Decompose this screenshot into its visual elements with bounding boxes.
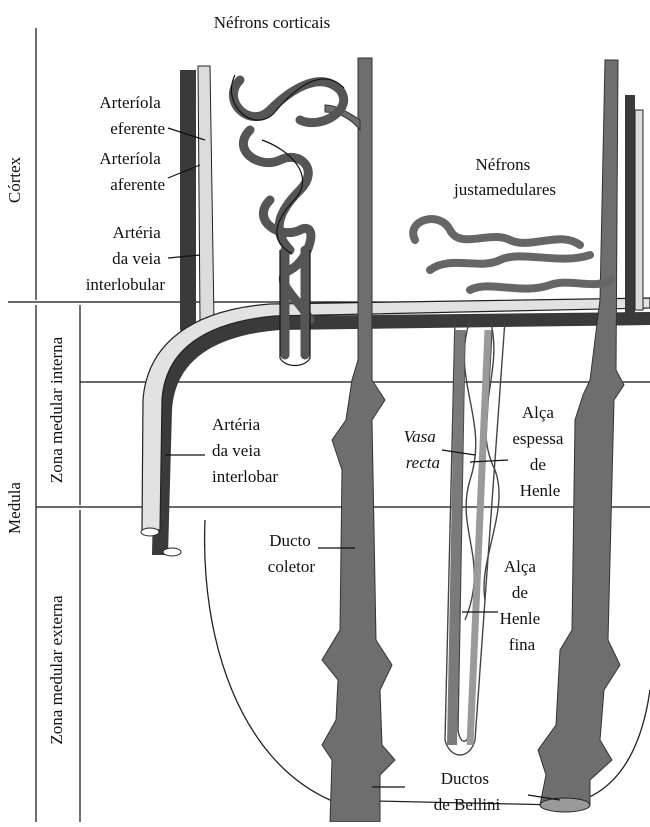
label-nefrons-corticais: Néfrons corticais	[214, 13, 331, 32]
label-alca-espessa-line4: Henle	[520, 481, 561, 500]
label-arteriola-aferente-line2: aferente	[110, 175, 165, 194]
label-arteria-interlobar-line3: interlobar	[212, 467, 278, 486]
zone-label-outer: Zona medular externa	[47, 595, 66, 745]
right-interlobular-vessels	[625, 95, 643, 315]
zone-label-cortex: Córtex	[5, 156, 24, 203]
label-nefrons-justamedulares: Néfrons justamedulares	[453, 155, 556, 199]
label-arteriola-eferente-line1: Arteríola	[99, 93, 161, 112]
label-nefrons-justamedulares-line2: justamedulares	[453, 180, 556, 199]
label-ducto-coletor-line1: Ducto	[269, 531, 311, 550]
label-arteriola-eferente-line2: eferente	[110, 119, 165, 138]
label-alca-espessa-line1: Alça	[522, 403, 555, 422]
cortical-tubule-1	[233, 80, 343, 123]
label-arteriola-aferente-line1: Arteríola	[99, 149, 161, 168]
zone-label-medula: Medula	[5, 482, 24, 534]
right-vein	[625, 95, 635, 315]
label-alca-espessa: Alça espessa de Henle	[512, 403, 567, 500]
zone-dividers	[8, 28, 650, 822]
label-alca-fina-line3: Henle	[500, 609, 541, 628]
label-alca-espessa-line3: de	[530, 455, 546, 474]
label-arteria-interlobular-line2: da veia	[112, 249, 161, 268]
label-ductos-bellini-line2: de Bellini	[434, 795, 501, 814]
jm-tubule-2	[430, 255, 590, 270]
right-artery	[635, 110, 643, 310]
label-vasa-recta: Vasa recta	[404, 427, 440, 472]
jm-tubule-1	[413, 219, 580, 245]
interlobar-vein-cut-end	[163, 548, 181, 556]
label-arteria-interlobular-line1: Artéria	[113, 223, 162, 242]
label-ductos-bellini: Ductos de Bellini	[434, 769, 501, 814]
jm-tubule-3	[470, 280, 610, 290]
label-arteria-interlobular-line3: interlobular	[86, 275, 166, 294]
label-alca-fina-line2: de	[512, 583, 528, 602]
collecting-duct-shape	[322, 58, 395, 822]
label-arteriola-eferente: Arteríola eferente	[99, 93, 165, 138]
label-ducto-coletor: Ducto coletor	[268, 531, 316, 576]
label-ductos-bellini-line1: Ductos	[441, 769, 489, 788]
bellini-duct-opening	[540, 798, 590, 812]
label-arteria-interlobar-line1: Artéria	[212, 415, 261, 434]
label-ducto-coletor-line2: coletor	[268, 557, 316, 576]
label-alca-espessa-line2: espessa	[512, 429, 563, 448]
interlobular-artery-left	[198, 66, 214, 320]
interlobular-vein-left	[180, 70, 196, 345]
label-alca-fina-line1: Alça	[504, 557, 537, 576]
label-arteria-interlobular: Artéria da veia interlobular	[86, 223, 166, 294]
label-arteria-interlobar-line2: da veia	[212, 441, 261, 460]
label-alca-fina-line4: fina	[509, 635, 536, 654]
label-arteriola-aferente: Arteríola aferente	[99, 149, 165, 194]
label-alca-fina: Alça de Henle fina	[500, 557, 545, 654]
juxtamedullary-nephron	[413, 219, 610, 290]
label-vasa-recta-line1: Vasa	[404, 427, 436, 446]
label-arteria-interlobar: Artéria da veia interlobar	[212, 415, 278, 486]
leader-alca-espessa	[470, 460, 508, 462]
zone-label-inner: Zona medular interna	[47, 336, 66, 483]
interlobular-vessels	[180, 66, 214, 345]
label-vasa-recta-line2: recta	[406, 453, 440, 472]
label-nefrons-justamedulares-line1: Néfrons	[475, 155, 530, 174]
interlobar-artery-cut-end	[141, 528, 159, 536]
collecting-duct-center	[322, 58, 395, 822]
